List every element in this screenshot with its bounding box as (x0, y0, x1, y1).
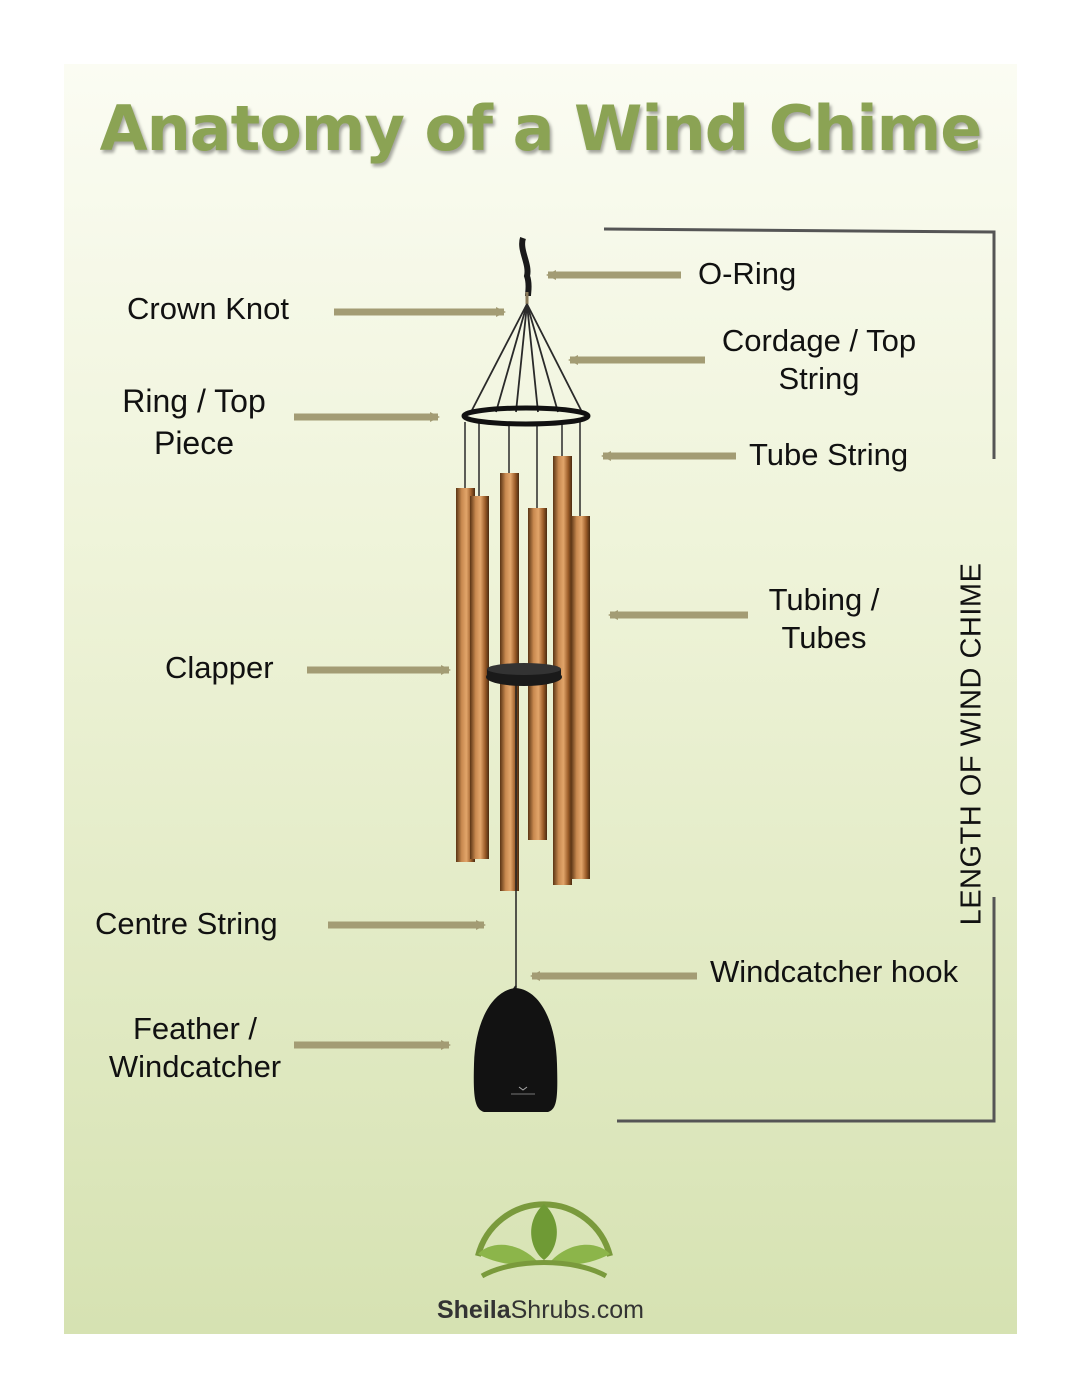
label-length: LENGTH OF WIND CHIME (955, 562, 988, 926)
label-ring-line2: Piece (153, 425, 235, 461)
label-cordage-line1: Cordage / Top (721, 323, 917, 358)
logo-rest: Shrubs.com (510, 1296, 645, 1324)
cordage-strings (470, 303, 583, 413)
clapper-disc (486, 663, 562, 686)
label-tubing-line2: Tubes (781, 620, 867, 655)
label-feather: Feather / Windcatcher (100, 1010, 290, 1086)
label-feather-line2: Windcatcher (108, 1049, 282, 1084)
label-ring: Ring / Top Piece (104, 380, 284, 464)
logo-wordmark: SheilaShrubs.com (64, 1296, 1017, 1325)
label-o-ring: O-Ring (698, 256, 797, 291)
label-cordage: Cordage / Top String (709, 322, 929, 398)
windcatcher-sail (473, 985, 558, 1112)
tubes (456, 456, 590, 891)
label-tube-string: Tube String (749, 437, 909, 472)
label-cordage-line2: String (778, 361, 860, 396)
label-crown-knot: Crown Knot (127, 291, 289, 326)
wind-chime-illustration (294, 227, 996, 1279)
label-ring-line1: Ring / Top (122, 383, 266, 419)
label-tubing: Tubing / Tubes (754, 581, 894, 657)
label-feather-line1: Feather / (132, 1011, 258, 1046)
top-ring (461, 405, 591, 427)
poster-background: Anatomy of a Wind Chime (64, 64, 1017, 1334)
page-title: Anatomy of a Wind Chime (99, 92, 983, 165)
logo-bold: Sheila (436, 1296, 511, 1324)
label-tubing-line1: Tubing / (768, 582, 880, 617)
label-clapper: Clapper (165, 650, 274, 685)
length-bracket (603, 227, 996, 1123)
sheila-shrubs-logo (475, 1201, 613, 1279)
o-ring-loop (519, 237, 532, 304)
label-windcatcher-hook: Windcatcher hook (710, 954, 959, 989)
label-centre-string: Centre String (95, 906, 278, 941)
tube-strings (464, 422, 581, 516)
